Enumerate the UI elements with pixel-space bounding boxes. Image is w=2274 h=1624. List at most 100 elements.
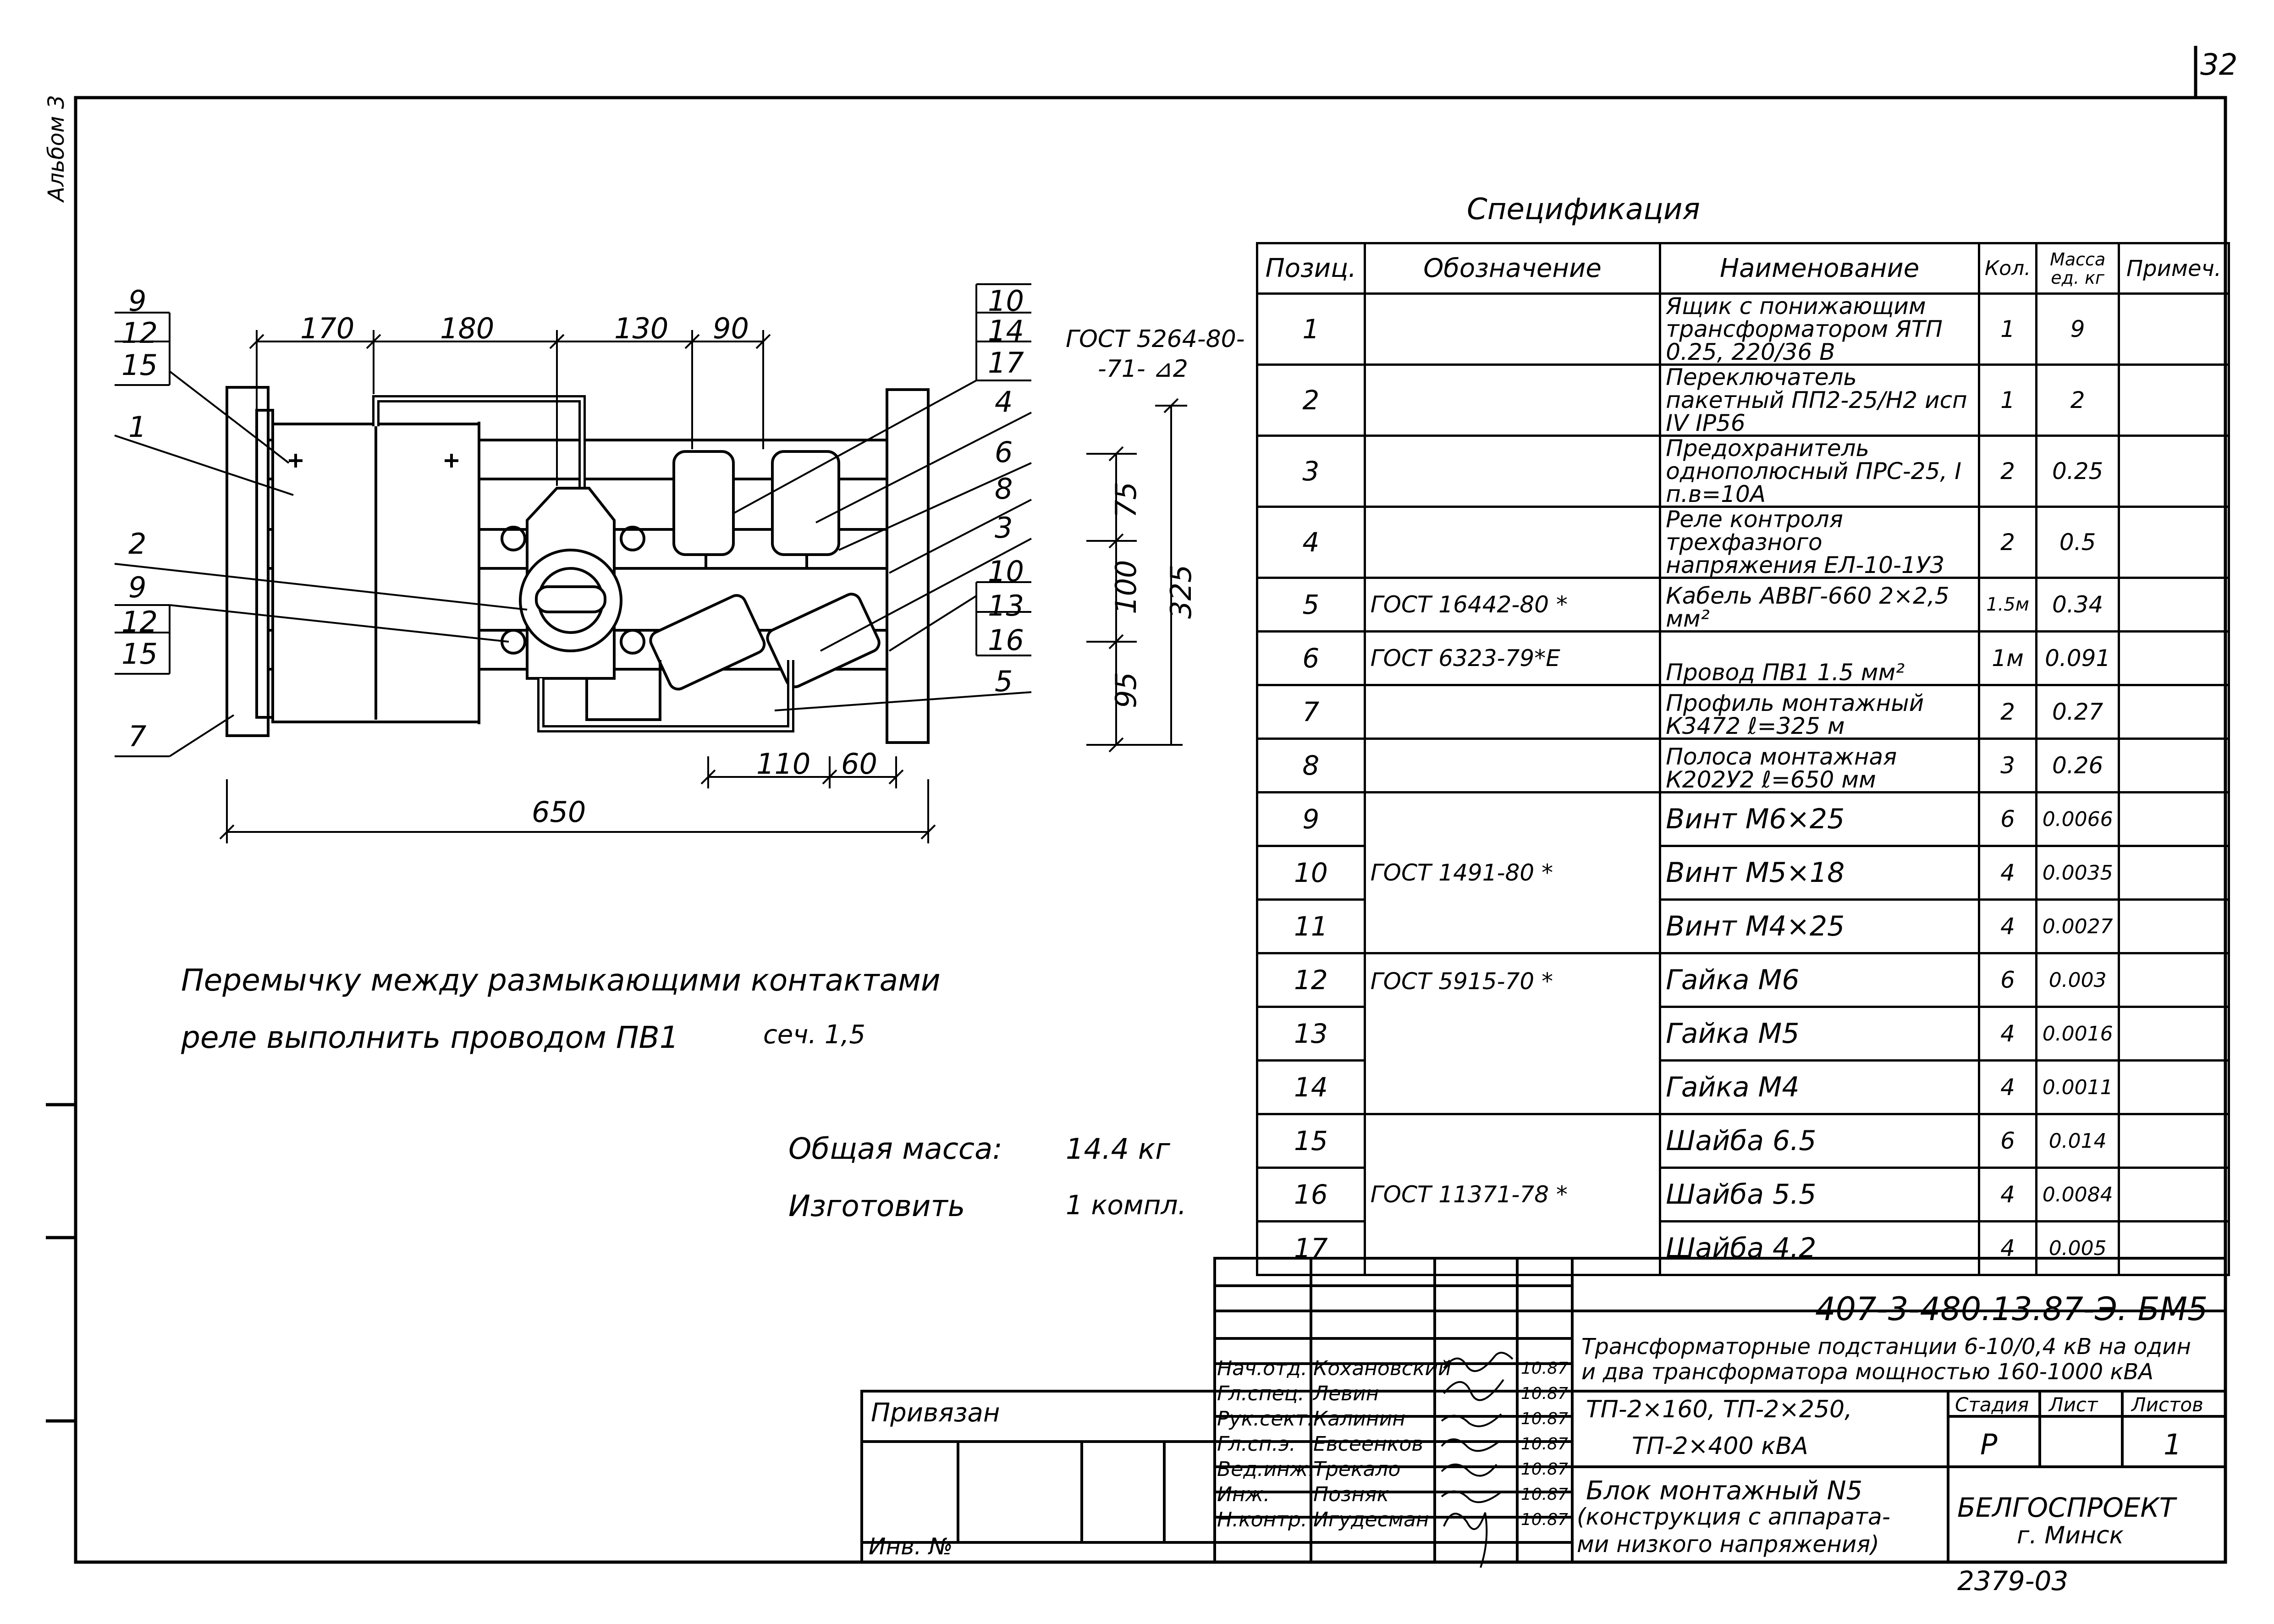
- signer-date: 10.87: [1521, 1359, 1569, 1378]
- cell-name: Ящик с понижающим трансформатором ЯТП 0.…: [1659, 292, 1980, 366]
- cell-designation: [1363, 363, 1662, 437]
- col-header-designation: Обозначение: [1363, 242, 1662, 295]
- callout-2: 2: [128, 527, 147, 561]
- dim-180: 180: [440, 312, 495, 345]
- table-row: 10 Винт М5×18 4 0.0035: [1256, 845, 2230, 901]
- signer-role: Нач.отд.: [1217, 1357, 1307, 1380]
- cell-qty: 6: [1977, 791, 2038, 847]
- dim-110: 110: [756, 747, 811, 781]
- cell-qty: 4: [1977, 898, 2038, 954]
- cell-name: Предохранитель однополюсный ПРС-25, I п.…: [1659, 435, 1980, 508]
- dim-100: 100: [1109, 560, 1143, 614]
- cell-mass: 0.003: [2035, 952, 2120, 1008]
- cell-mass: 0.0011: [2035, 1059, 2120, 1115]
- cell-name: Кабель АВВГ-660 2×2,5 мм²: [1659, 577, 1980, 633]
- cell-designation: ГОСТ 5915-70 *: [1363, 952, 1662, 1115]
- cell-note: [2118, 898, 2230, 954]
- table-row: 4 Реле контроля трехфазного напряжения Е…: [1256, 506, 2230, 579]
- cell-pos: 10: [1256, 845, 1366, 901]
- cell-qty: 1: [1977, 292, 2038, 366]
- cell-name: Реле контроля трехфазного напряжения ЕЛ-…: [1659, 506, 1980, 579]
- cell-mass: 0.005: [2035, 1220, 2120, 1276]
- cell-name: Шайба 5.5: [1659, 1167, 1980, 1222]
- callout-9-top: 9: [128, 284, 147, 318]
- total-mass-value: 14.4 кг: [1066, 1132, 1170, 1166]
- cell-note: [2118, 738, 2230, 793]
- cell-qty: 1м: [1977, 630, 2038, 686]
- stage-value: Р: [1980, 1428, 1998, 1461]
- make-label: Изготовить: [788, 1189, 965, 1223]
- callout-10-bottom: 10: [988, 555, 1024, 588]
- cell-mass: 0.0084: [2035, 1167, 2120, 1222]
- cell-name: Переключатель пакетный ПП2-25/Н2 исп IV …: [1659, 363, 1980, 437]
- callout-17: 17: [988, 346, 1024, 380]
- cell-mass: 0.0035: [2035, 845, 2120, 901]
- cell-note: [2118, 1113, 2230, 1169]
- cell-name: Шайба 4.2: [1659, 1220, 1980, 1276]
- table-row: 14 Гайка М4 4 0.0011: [1256, 1059, 2230, 1115]
- doc-code: 407-3-480.13.87-Э. БМ5: [1815, 1290, 2208, 1328]
- dim-90: 90: [713, 312, 749, 345]
- cell-qty: 4: [1977, 1220, 2038, 1276]
- dim-170: 170: [300, 312, 355, 345]
- cell-mass: 0.25: [2035, 435, 2120, 508]
- signer-date: 10.87: [1521, 1409, 1569, 1428]
- cell-note: [2118, 845, 2230, 901]
- callout-15-bottom: 15: [121, 637, 158, 671]
- cell-name: Винт М5×18: [1659, 845, 1980, 901]
- cell-name: Профиль монтажный К3472 ℓ=325 м: [1659, 684, 1980, 740]
- cell-designation: ГОСТ 11371-78 *: [1363, 1113, 1662, 1276]
- cell-designation: [1363, 684, 1662, 740]
- cell-designation: ГОСТ 1491-80 *: [1363, 791, 1662, 954]
- cell-name: Гайка М5: [1659, 1006, 1980, 1062]
- cell-pos: 7: [1256, 684, 1366, 740]
- signer-role: Инж.: [1217, 1483, 1270, 1506]
- cell-name: Шайба 6.5: [1659, 1113, 1980, 1169]
- table-row: 17 Шайба 4.2 4 0.005: [1256, 1220, 2230, 1276]
- cell-note: [2118, 1220, 2230, 1276]
- leader-lines: [114, 283, 1032, 757]
- page-number: 32: [2200, 48, 2238, 82]
- cell-note: [2118, 952, 2230, 1008]
- cell-qty: 4: [1977, 845, 2038, 901]
- cell-qty: 1: [1977, 363, 2038, 437]
- table-header-row: Позиц. Обозначение Наименование Кол. Мас…: [1256, 242, 2230, 295]
- table-row: 5 ГОСТ 16442-80 * Кабель АВВГ-660 2×2,5 …: [1256, 577, 2230, 633]
- sheets-value: 1: [2164, 1428, 2182, 1461]
- dimension-lines: [219, 330, 1187, 843]
- cell-pos: 15: [1256, 1113, 1366, 1169]
- table-row: 1 Ящик с понижающим трансформатором ЯТП …: [1256, 292, 2230, 366]
- signer-date: 10.87: [1521, 1460, 1569, 1479]
- note-jumper-line-2: реле выполнить проводом ПВ1: [181, 1020, 679, 1055]
- cell-pos: 5: [1256, 577, 1366, 633]
- callout-8: 8: [995, 472, 1013, 506]
- callout-9-bottom: 9: [128, 571, 147, 604]
- sheet-title-1: Блок монтажный N5: [1586, 1476, 1863, 1506]
- signer-role: Рук.сект.: [1217, 1407, 1314, 1431]
- cell-note: [2118, 506, 2230, 579]
- sheets-label: Листов: [2131, 1393, 2203, 1416]
- cell-pos: 6: [1256, 630, 1366, 686]
- signer-date: 10.87: [1521, 1485, 1569, 1504]
- cell-pos: 4: [1256, 506, 1366, 579]
- cell-note: [2118, 292, 2230, 366]
- cell-qty: 4: [1977, 1006, 2038, 1062]
- callout-5: 5: [995, 665, 1013, 698]
- cell-mass: 0.014: [2035, 1113, 2120, 1169]
- dim-325: 325: [1164, 564, 1198, 619]
- callout-7: 7: [128, 720, 147, 753]
- cell-qty: 1.5м: [1977, 577, 2038, 633]
- weld-gost-2: -71- ⊿2: [1098, 355, 1188, 383]
- cell-qty: 2: [1977, 435, 2038, 508]
- col-header-mass: Масса ед. кг: [2035, 242, 2120, 295]
- note-jumper-section: сеч. 1,5: [763, 1020, 865, 1050]
- cell-name: Гайка М4: [1659, 1059, 1980, 1115]
- cell-note: [2118, 684, 2230, 740]
- cell-mass: 2: [2035, 363, 2120, 437]
- signer-name: Кохановский: [1313, 1357, 1451, 1380]
- note-jumper-line-1: Перемычку между размыкающими контактами: [181, 963, 941, 998]
- tied-label: Привязан: [871, 1398, 1000, 1428]
- stage-label: Стадия: [1955, 1393, 2029, 1416]
- cell-note: [2118, 1167, 2230, 1222]
- cell-name: Винт М4×25: [1659, 898, 1980, 954]
